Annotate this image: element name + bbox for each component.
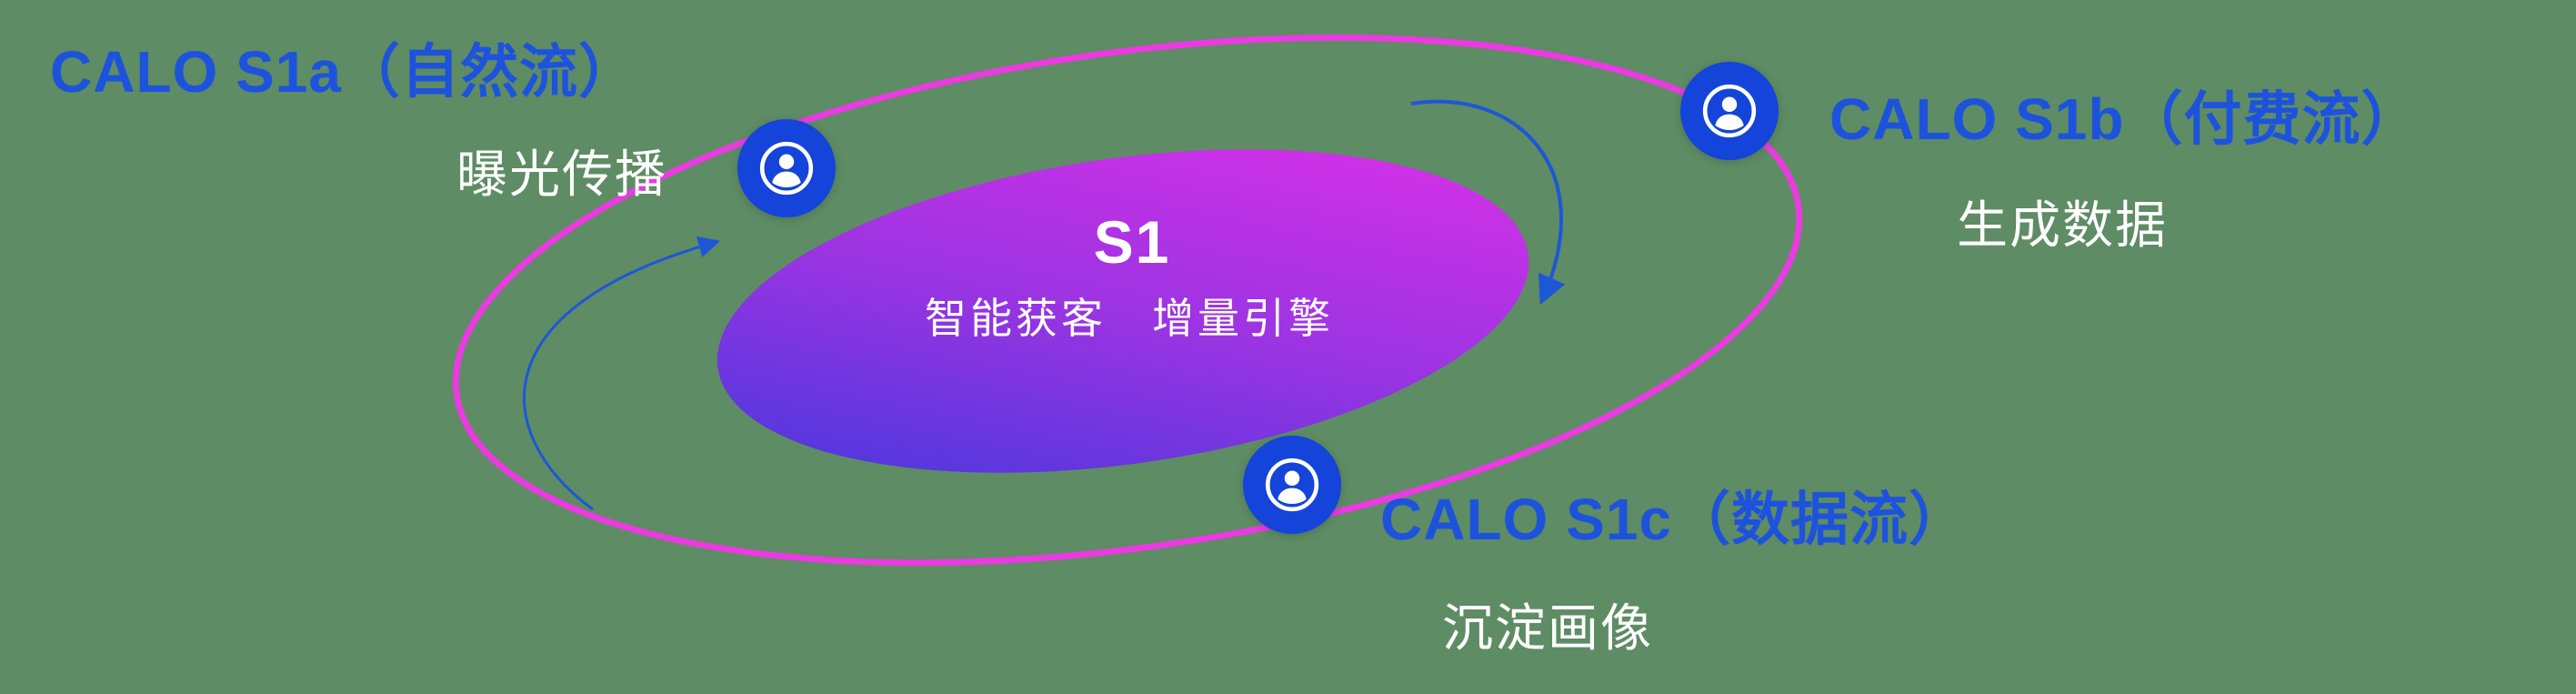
user-circle-icon — [1702, 84, 1757, 138]
left-orbit-arrow — [523, 236, 721, 511]
sublabel-s1c: 沉淀画像 — [1442, 599, 1653, 658]
label-calo-s1c: CALO S1c（数据流） — [1380, 487, 1968, 552]
node-s1b — [1680, 62, 1779, 160]
sublabel-s1a: 曝光传播 — [456, 146, 667, 204]
orbit-ring — [452, 34, 1803, 567]
user-circle-icon — [1265, 458, 1319, 512]
node-s1a — [737, 119, 836, 217]
label-calo-s1a: CALO S1a（自然流） — [50, 39, 637, 105]
core-title: S1 — [1093, 208, 1171, 276]
user-circle-icon — [759, 141, 814, 196]
label-calo-s1b: CALO S1b（付费流） — [1829, 86, 2421, 152]
core-subtitle: 智能获客 增量引擎 — [925, 295, 1334, 342]
node-s1c — [1243, 436, 1341, 534]
top-right-orbit-arrow — [1410, 99, 1566, 306]
core-ellipse — [717, 149, 1529, 473]
sublabel-s1b: 生成数据 — [1957, 196, 2168, 255]
